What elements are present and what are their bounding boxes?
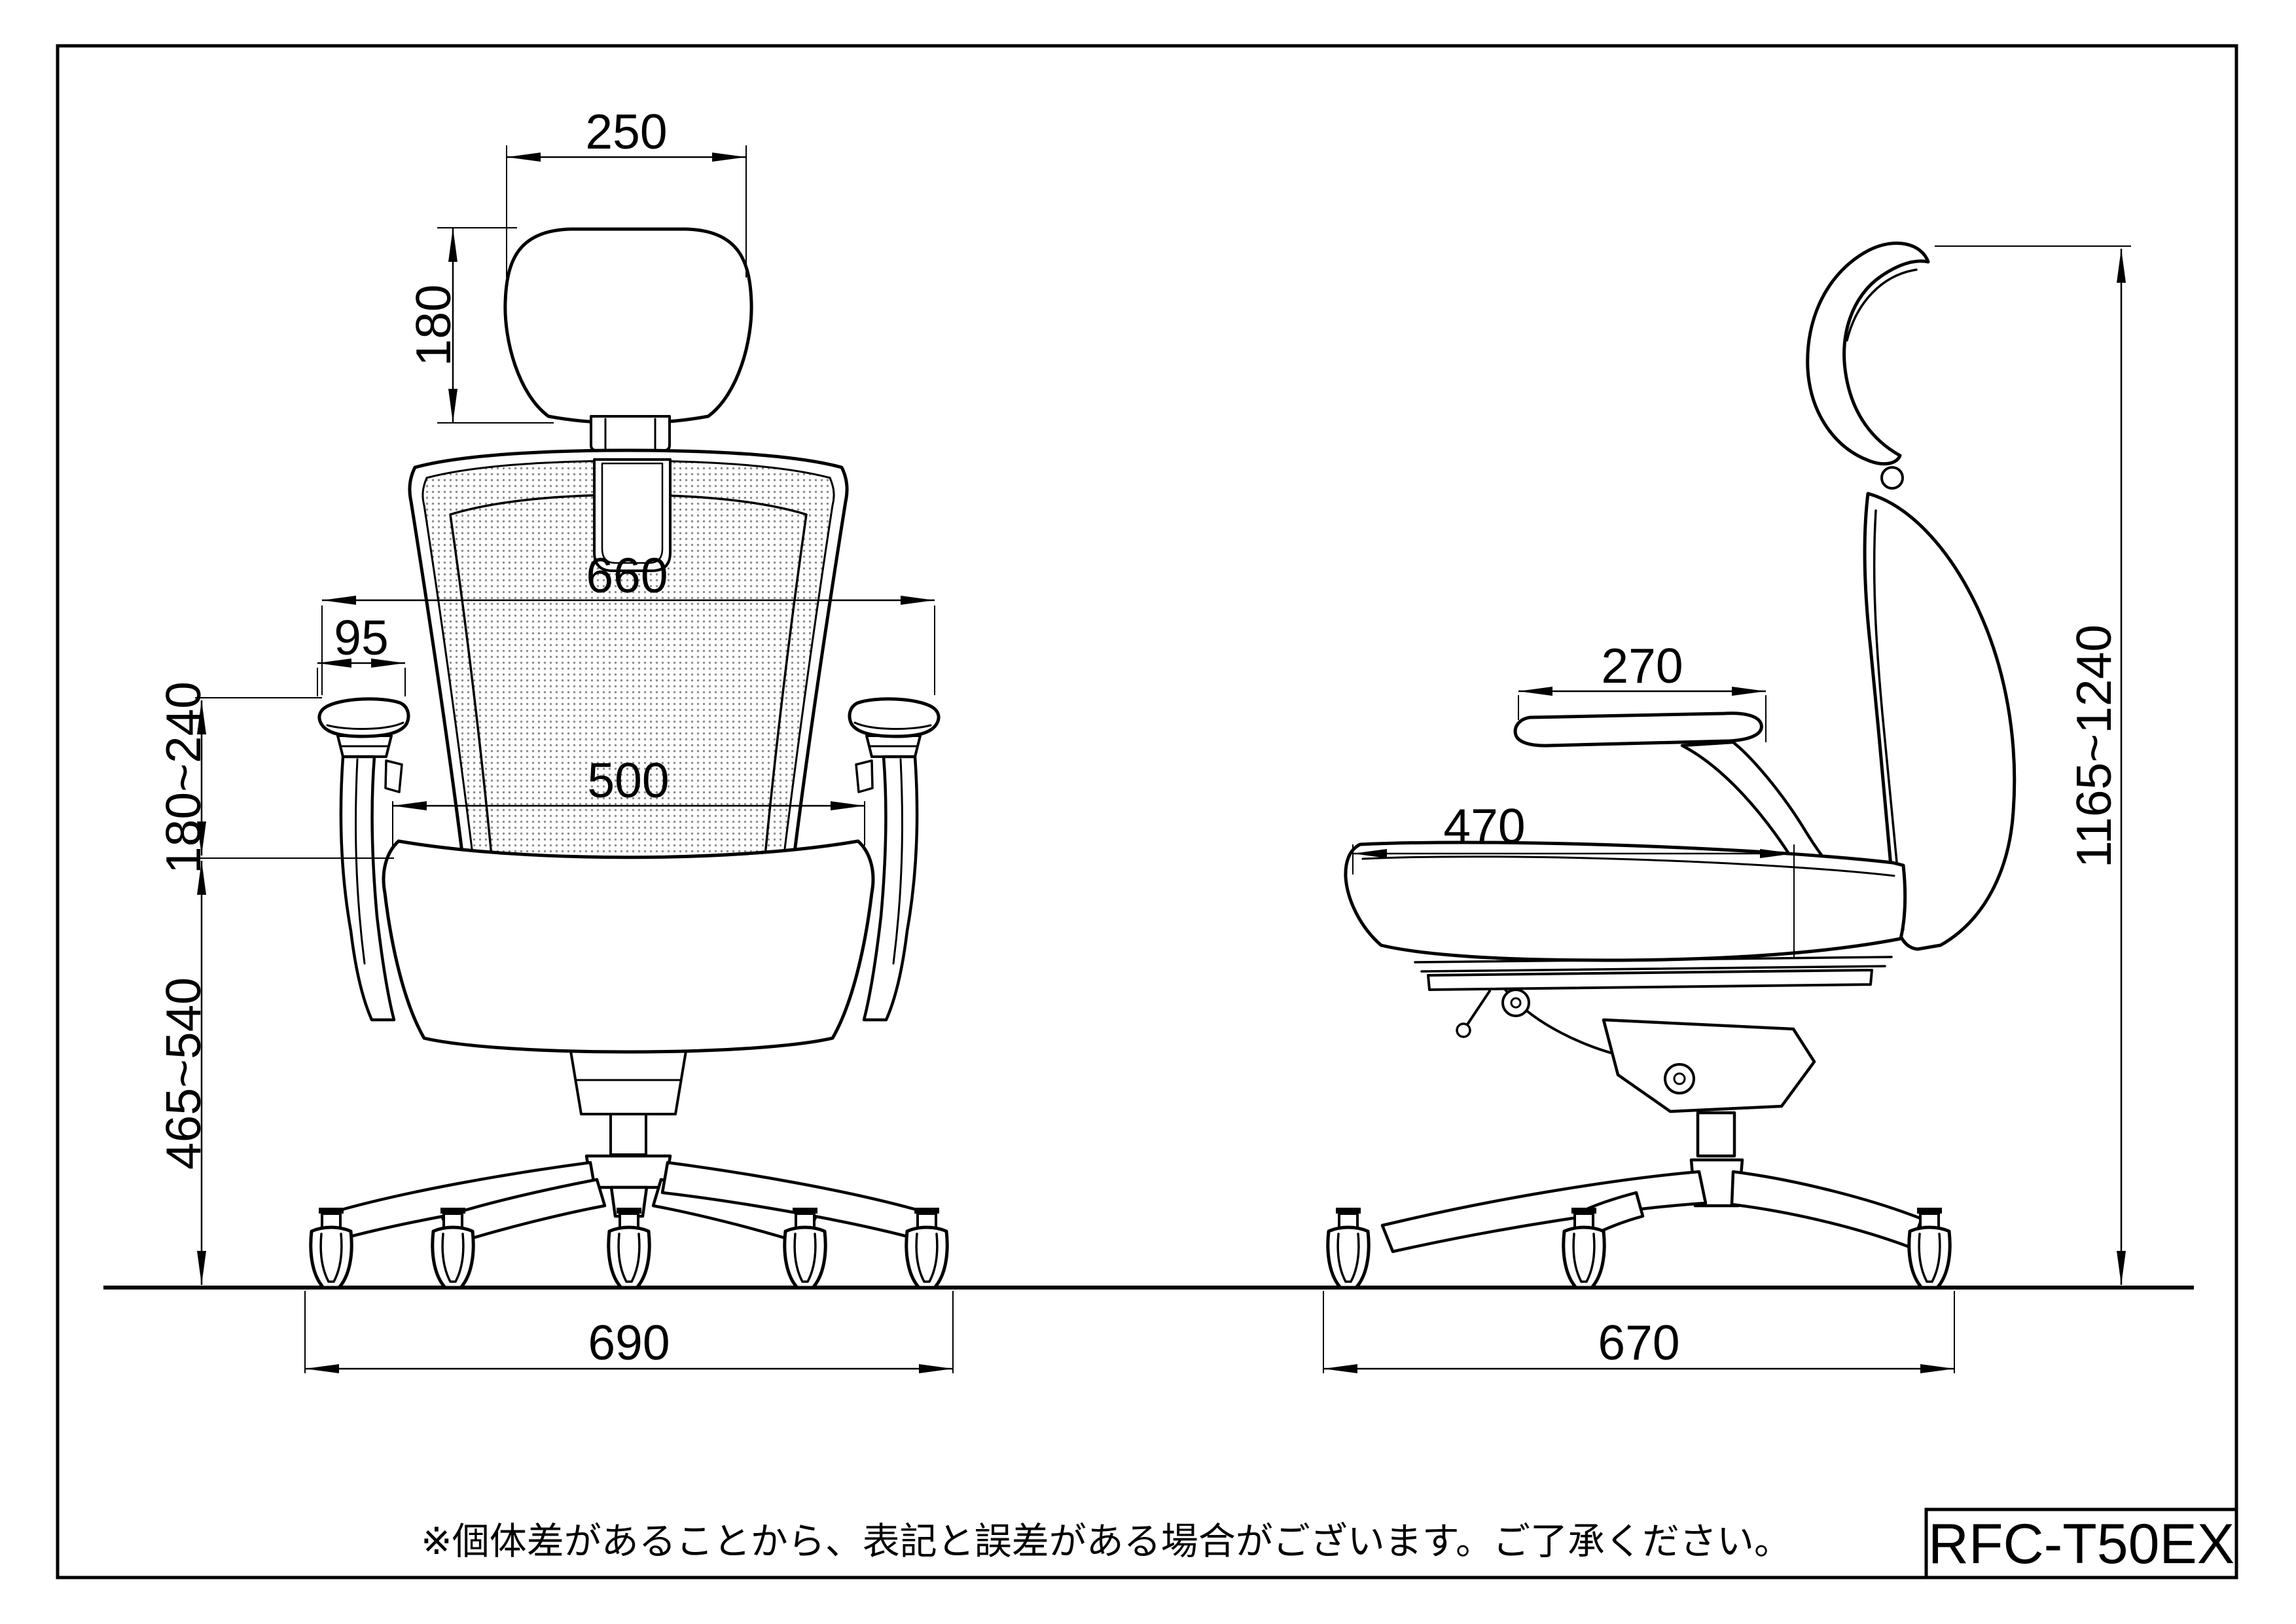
dim-label-armrest-depth: 270 [1601,638,1683,693]
dim-label-base-depth: 670 [1598,1315,1679,1370]
dim-overall-height-range: 1165~1240 [1935,245,2131,1285]
model-box: RFC-T50EX [1924,1507,2238,1579]
dim-headrest-height: 180 [406,227,554,424]
front-mechanism [569,1050,687,1115]
dim-seat-depth: 470 [1352,799,1795,957]
dim-label-armrest-height-range: 180~240 [156,681,211,874]
dim-label-seat-depth: 470 [1443,799,1525,854]
dim-armrest-depth: 270 [1518,638,1767,742]
dim-backrest-width: 660 [321,548,935,695]
dim-label-armrest-pad-width: 95 [334,610,388,665]
dim-label-overall-height-range: 1165~1240 [2066,624,2121,868]
dim-armrest-height-range: 180~240 [156,681,394,874]
side-seat [1344,840,1907,962]
front-seat [382,839,875,1054]
dim-label-backrest-width: 660 [586,548,668,603]
side-view-drawing [1328,242,2017,1288]
model-number: RFC-T50EX [1928,1513,2234,1576]
dim-label-headrest-width: 250 [585,104,667,159]
dim-armrest-pad-width: 95 [317,610,406,696]
front-gas-cylinder [609,1113,647,1156]
drawing-frame [56,44,2238,1579]
dim-label-base-width: 690 [588,1315,670,1370]
front-headrest [503,227,753,425]
side-base [1380,1158,1924,1254]
front-headrest-stem [590,415,671,452]
caster [609,1208,649,1288]
side-headrest-pivot [1880,466,1904,490]
caster [1328,1208,1369,1288]
dim-seat-height-range: 465~540 [156,861,211,1285]
side-mechanism [1414,956,1893,1113]
dim-seat-width: 500 [392,753,865,846]
front-hanger-tab [593,458,672,572]
dim-label-seat-width: 500 [587,753,669,808]
front-view-drawing [311,227,947,1288]
dim-base-width: 690 [304,1291,954,1373]
dim-headrest-width: 250 [506,104,747,278]
footer-note: ※個体差があることから、表記と誤差がある場合がございます。ご了承ください。 [421,1521,1791,1562]
side-armrest-pad [1513,712,1763,748]
dim-base-depth: 670 [1323,1291,1955,1373]
side-headrest [1806,242,1930,466]
side-backrest [1863,492,2017,951]
dim-label-headrest-height: 180 [406,284,461,366]
front-base [331,1154,927,1246]
dim-label-seat-height-range: 465~540 [156,977,211,1170]
side-gas-cylinder [1696,1111,1736,1158]
